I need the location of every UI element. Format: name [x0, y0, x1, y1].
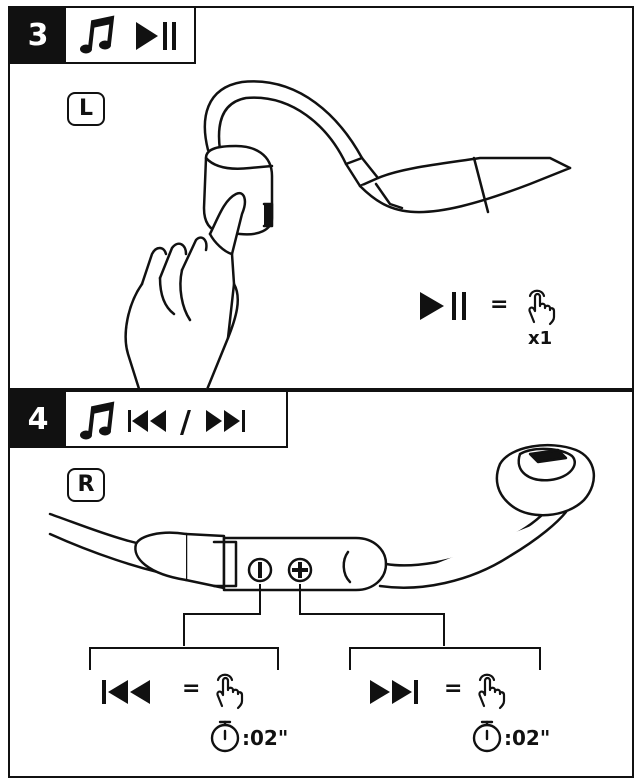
- previous-track-icon: [102, 680, 150, 704]
- stopwatch-icon: [472, 720, 502, 753]
- step-3-panel: 3 L: [8, 6, 634, 394]
- equals-sign: =: [182, 676, 201, 701]
- music-note-icon: [80, 401, 115, 440]
- play-pause-icon: [420, 292, 466, 320]
- next-track-icon: [370, 680, 418, 704]
- plus-button-icon: [287, 557, 313, 583]
- equals-sign: =: [444, 676, 463, 701]
- title-separator: /: [180, 405, 191, 440]
- music-note-icon: [80, 15, 176, 54]
- previous-track-icon: [128, 410, 166, 432]
- minus-button-icon: [247, 557, 273, 583]
- equals-sign: =: [490, 292, 509, 317]
- step-number: 4: [10, 392, 66, 448]
- play-pause-icon: [136, 22, 176, 50]
- left-side-badge: L: [67, 92, 105, 126]
- hold-duration: :02": [242, 726, 289, 750]
- right-earbud-illustration: [48, 443, 596, 670]
- music-note-icon: [80, 15, 115, 54]
- right-side-badge: R: [67, 468, 105, 502]
- tap-finger-icon: [478, 673, 506, 710]
- tap-finger-icon: [528, 289, 556, 326]
- tap-count: x1: [528, 328, 553, 349]
- step-number: 3: [10, 8, 66, 64]
- left-earbud-illustration: [124, 80, 572, 394]
- step-title: /: [66, 392, 288, 448]
- stopwatch-icon: [210, 720, 240, 753]
- title-icons: /: [80, 401, 245, 440]
- step-4-panel: 4 / R: [8, 390, 634, 778]
- hold-duration: :02": [504, 726, 551, 750]
- next-track-icon: [206, 410, 245, 432]
- step-title: [66, 8, 196, 64]
- tap-finger-icon: [216, 673, 244, 710]
